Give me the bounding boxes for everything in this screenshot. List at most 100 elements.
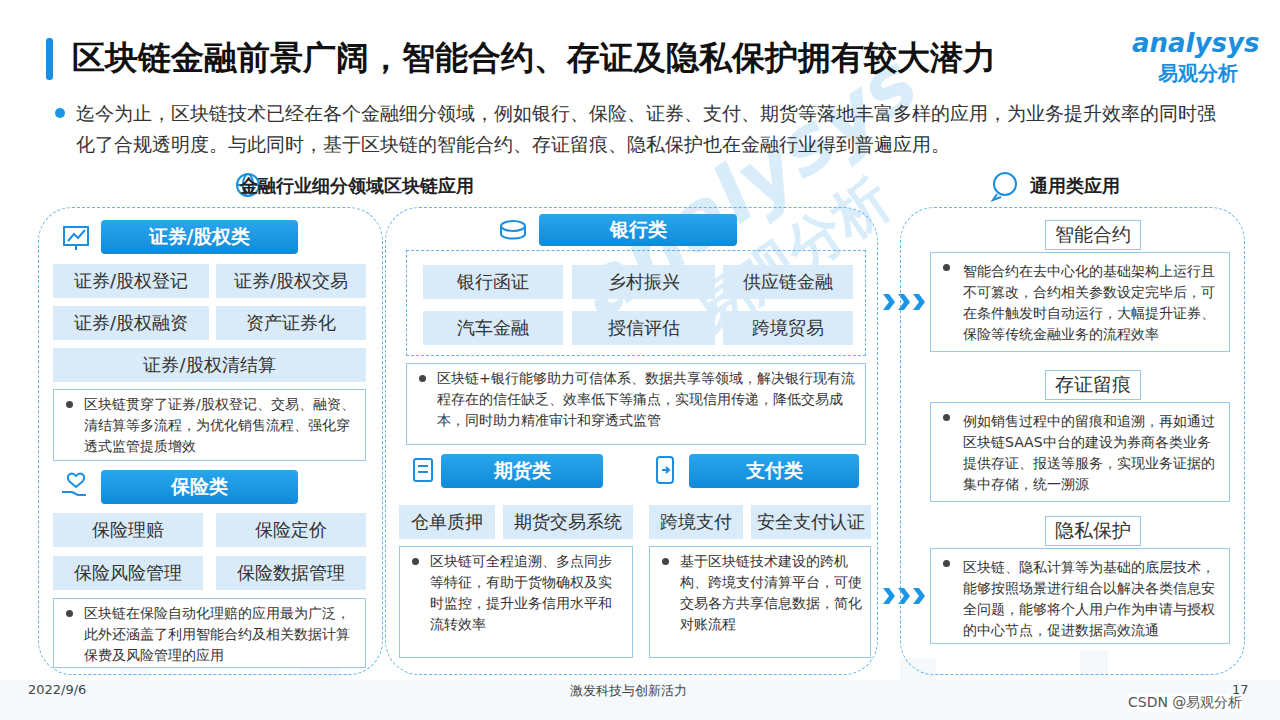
bullet-dot: [943, 264, 950, 271]
intro-paragraph: 迄今为止，区块链技术已经在各个金融细分领域，例如银行、保险、证券、支付、期货等落…: [76, 98, 1226, 160]
item-node: 证券/股权交易: [216, 264, 366, 298]
doc-icon: [414, 459, 432, 481]
item-node: 保险数据管理: [216, 556, 366, 590]
desc-node: 区块链+银行能够助力可信体系、数据共享等领域，解决银行现有流程存在的信任缺乏、效…: [406, 363, 866, 445]
description-text: 区块链+银行能够助力可信体系、数据共享等领域，解决银行现有流程存在的信任缺乏、效…: [437, 368, 857, 431]
coin-icon: [501, 221, 525, 239]
desc-node: 区块链在保险自动化理赔的应用最为广泛，此外还涵盖了利用智能合约及相关数据计算保费…: [53, 598, 366, 668]
item-node: 期货交易系统: [503, 505, 633, 539]
description-text: 智能合约在去中心化的基础架构上运行且不可篡改，合约相关参数设定完毕后，可在条件触…: [963, 261, 1219, 345]
item-label: 仓单质押: [411, 510, 483, 534]
item-label: 资产证券化: [246, 311, 336, 335]
logo-word: analysys: [1132, 28, 1259, 58]
category-label: 保险类: [171, 474, 228, 500]
item-node: 保险定价: [216, 513, 366, 547]
bullet-dot: [66, 401, 73, 408]
bullet-dot: [943, 560, 950, 567]
item-node: 保险理赔: [53, 513, 203, 547]
category-label: 证券/股权类: [149, 224, 251, 250]
desc-node: 基于区块链技术建设的跨机构、跨境支付清算平台，可使交易各方共享信息数据，简化对账…: [649, 546, 871, 658]
item-node: 供应链金融: [723, 265, 853, 299]
box-heading: 存证留痕: [1045, 370, 1141, 400]
box-heading: 隐私保护: [1045, 516, 1141, 546]
rbox-node: 智能合约智能合约在去中心化的基础架构上运行且不可篡改，合约相关参数设定完毕后，可…: [930, 252, 1230, 352]
item-label: 证券/股权清结算: [143, 353, 275, 377]
pill-node: 保险类: [101, 470, 298, 504]
heart-hand-icon: [62, 474, 86, 495]
desc-node: 区块链贯穿了证券/股权登记、交易、融资、清结算等多流程，为优化销售流程、强化穿透…: [53, 389, 366, 461]
item-node: 仓单质押: [399, 505, 495, 539]
bullet-dot: [412, 558, 419, 565]
bullet-dot: [55, 108, 65, 118]
item-node: 银行函证: [423, 265, 563, 299]
bullet-dot: [943, 414, 950, 421]
rpanel-node: 通用类应用智能合约智能合约在去中心化的基础架构上运行且不可篡改，合约相关参数设定…: [900, 172, 1245, 675]
pill-node: 银行类: [539, 214, 737, 246]
panel-node: 银行类银行函证 乡村振兴 供应链金融汽车金融 授信评估 跨境贸易区块链+银行能够助力可信…: [385, 207, 878, 675]
bullet-dot: [662, 558, 669, 565]
item-label: 授信评估: [608, 316, 680, 340]
pill-node: 证券/股权类: [101, 220, 298, 254]
item-label: 供应链金融: [743, 270, 833, 294]
item-node: 资产证券化: [216, 306, 366, 340]
group-node: 金融行业细分领域区块链应用证券/股权类证券/股权登记 证券/股权交易证券/股权融资…: [38, 172, 883, 682]
bullet-dot: [66, 610, 73, 617]
item-label: 期货交易系统: [514, 510, 622, 534]
panel-node: 证券/股权类证券/股权登记 证券/股权交易证券/股权融资 资产证券化证券/股权清结算…: [38, 207, 383, 675]
item-node: 安全支付认证: [751, 505, 871, 539]
description-text: 区块链可全程追溯、多点同步等特征，有助于货物确权及实时监控，提升业务信用水平和流…: [430, 551, 624, 635]
item-node: 跨境支付: [649, 505, 743, 539]
logo-cn: 易观分析: [1158, 60, 1238, 87]
description-text: 基于区块链技术建设的跨机构、跨境支付清算平台，可使交易各方共享信息数据，简化对账…: [680, 551, 862, 635]
item-label: 保险理赔: [92, 518, 164, 542]
item-label: 安全支付认证: [757, 510, 865, 534]
item-node: 汽车金融: [423, 311, 563, 345]
chart-icon: [64, 227, 88, 250]
description-text: 例如销售过程中的留痕和追溯，再如通过区块链SAAS中台的建设为券商各类业务提供存…: [963, 411, 1219, 495]
description-text: 区块链贯穿了证券/股权登记、交易、融资、清结算等多流程，为优化销售流程、强化穿透…: [84, 394, 357, 457]
phone-icon: [657, 457, 673, 483]
item-label: 汽车金融: [457, 316, 529, 340]
source-credit: CSDN @易观分析: [1128, 694, 1242, 712]
rbox-node: 存证留痕例如销售过程中的留痕和追溯，再如通过区块链SAAS中台的建设为券商各类业…: [930, 402, 1230, 502]
chat-icon: [993, 173, 1016, 200]
category-label: 银行类: [610, 217, 667, 243]
item-node: 保险风险管理: [53, 556, 203, 590]
item-label: 保险数据管理: [237, 561, 345, 585]
description-text: 区块链、隐私计算等为基础的底层技术，能够按照场景进行组合以解决各类信息安全问题，…: [963, 557, 1219, 641]
item-label: 证券/股权融资: [74, 311, 188, 335]
pill-node: 支付类: [689, 454, 859, 488]
description-text: 区块链在保险自动化理赔的应用最为广泛，此外还涵盖了利用智能合约及相关数据计算保费…: [84, 603, 357, 666]
inner-node: 银行函证 乡村振兴 供应链金融汽车金融 授信评估 跨境贸易: [406, 250, 866, 356]
category-label: 支付类: [746, 458, 803, 484]
slide-title: 区块链金融前景广阔，智能合约、存证及隐私保护拥有较大潜力: [72, 36, 996, 81]
item-node: 跨境贸易: [723, 311, 853, 345]
desc-node: 区块链可全程追溯、多点同步等特征，有助于货物确权及实时监控，提升业务信用水平和流…: [399, 546, 633, 658]
category-label: 期货类: [494, 458, 551, 484]
item-label: 乡村振兴: [608, 270, 680, 294]
item-label: 银行函证: [457, 270, 529, 294]
item-node: 证券/股权清结算: [53, 348, 366, 382]
pill-node: 期货类: [441, 454, 603, 488]
item-label: 证券/股权交易: [234, 269, 348, 293]
item-node: 证券/股权登记: [53, 264, 209, 298]
item-label: 保险定价: [255, 518, 327, 542]
chevron-arrow: [883, 588, 925, 604]
footer-date: 2022/9/6: [28, 682, 86, 697]
item-label: 跨境支付: [660, 510, 732, 534]
section-heading: 金融行业细分领域区块链应用: [240, 174, 474, 198]
section-heading: 通用类应用: [1030, 174, 1120, 198]
item-node: 证券/股权融资: [53, 306, 209, 340]
chevron-arrow: [883, 294, 925, 310]
box-heading: 智能合约: [1045, 220, 1141, 250]
item-label: 证券/股权登记: [74, 269, 188, 293]
item-node: 授信评估: [572, 311, 715, 345]
rbox-node: 隐私保护区块链、隐私计算等为基础的底层技术，能够按照场景进行组合以解决各类信息安…: [930, 548, 1230, 644]
item-label: 跨境贸易: [752, 316, 824, 340]
bullet-dot: [419, 375, 426, 382]
footer-slogan: 激发科技与创新活力: [570, 682, 687, 700]
item-label: 保险风险管理: [74, 561, 182, 585]
item-node: 乡村振兴: [572, 265, 715, 299]
title-bar: [46, 38, 53, 80]
